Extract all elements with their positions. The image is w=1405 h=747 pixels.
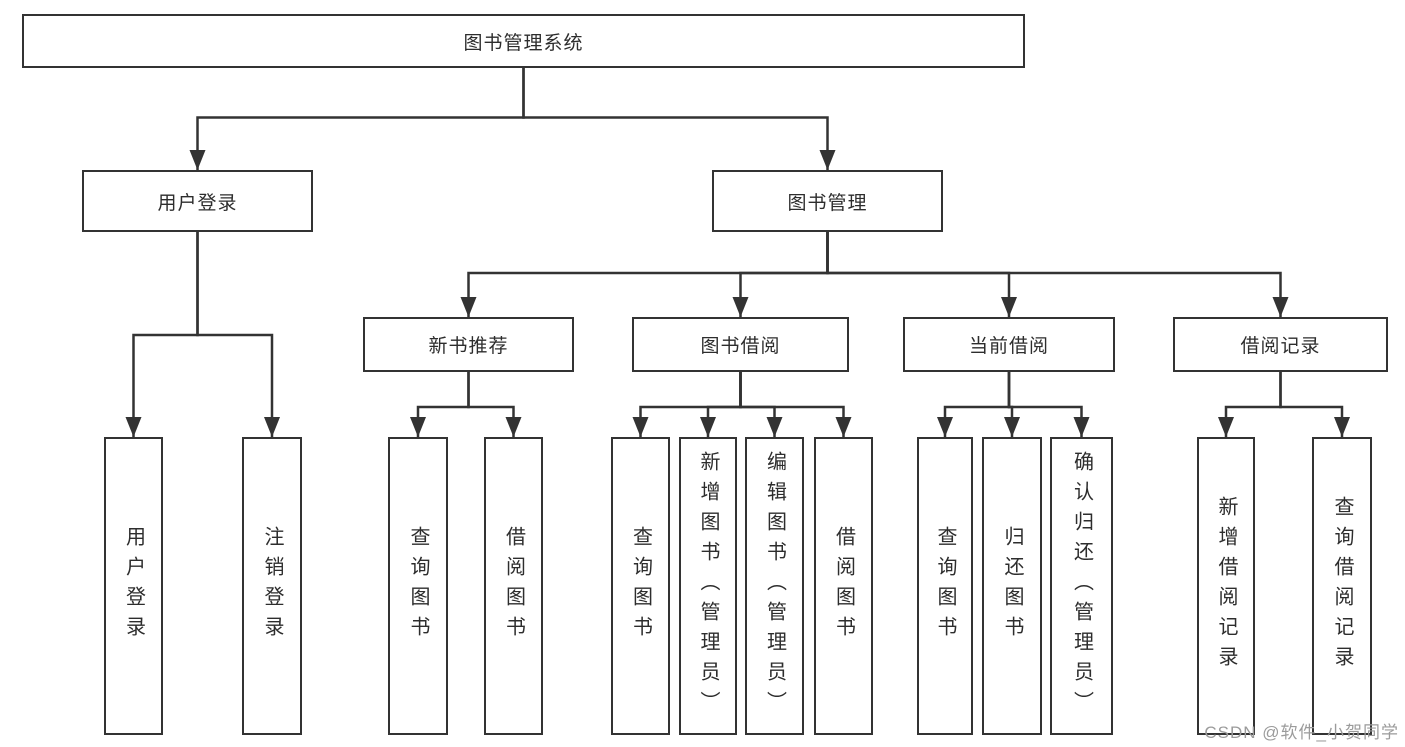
- leaf-borrow-books: 借阅图书: [814, 437, 873, 735]
- node-current-borrowing: 当前借阅: [903, 317, 1115, 372]
- leaf-add-book-admin: 新增图书（管理员）: [679, 437, 737, 735]
- leaf-logout: 注销登录: [242, 437, 302, 735]
- leaf-label: 用户登录: [122, 526, 145, 646]
- leaf-label: 借阅图书: [832, 526, 855, 646]
- leaf-label: 注销登录: [261, 526, 283, 646]
- leaf-label: 查询借阅记录: [1331, 496, 1353, 676]
- leaf-confirm-return-admin: 确认归还（管理员）: [1050, 437, 1113, 735]
- leaf-label: 查询图书: [407, 526, 429, 646]
- leaf-query-borrow-record: 查询借阅记录: [1312, 437, 1372, 735]
- node-book-borrowing: 图书借阅: [632, 317, 849, 372]
- leaf-query-books-recommend: 查询图书: [388, 437, 448, 735]
- leaf-label: 借阅图书: [502, 526, 525, 646]
- leaf-query-books-borrowing: 查询图书: [611, 437, 670, 735]
- leaf-label: 查询图书: [934, 526, 956, 646]
- leaf-edit-book-admin: 编辑图书（管理员）: [745, 437, 804, 735]
- leaf-label: 归还图书: [1001, 526, 1023, 646]
- leaf-label: 编辑图书（管理员）: [763, 451, 786, 721]
- leaf-borrow-books-recommend: 借阅图书: [484, 437, 543, 735]
- leaf-query-books-current: 查询图书: [917, 437, 973, 735]
- node-borrowing-records: 借阅记录: [1173, 317, 1388, 372]
- leaf-label: 确认归还（管理员）: [1070, 451, 1093, 721]
- node-new-book-recommend: 新书推荐: [363, 317, 574, 372]
- leaf-label: 查询图书: [629, 526, 652, 646]
- csdn-watermark: CSDN @软件_小贺同学: [1204, 723, 1399, 742]
- leaf-user-login: 用户登录: [104, 437, 163, 735]
- node-root-library-system: 图书管理系统: [22, 14, 1025, 68]
- leaf-label: 新增图书（管理员）: [697, 451, 719, 721]
- node-user-login: 用户登录: [82, 170, 313, 232]
- leaf-add-borrow-record: 新增借阅记录: [1197, 437, 1255, 735]
- node-book-management: 图书管理: [712, 170, 943, 232]
- leaf-return-book: 归还图书: [982, 437, 1042, 735]
- leaf-label: 新增借阅记录: [1215, 496, 1237, 676]
